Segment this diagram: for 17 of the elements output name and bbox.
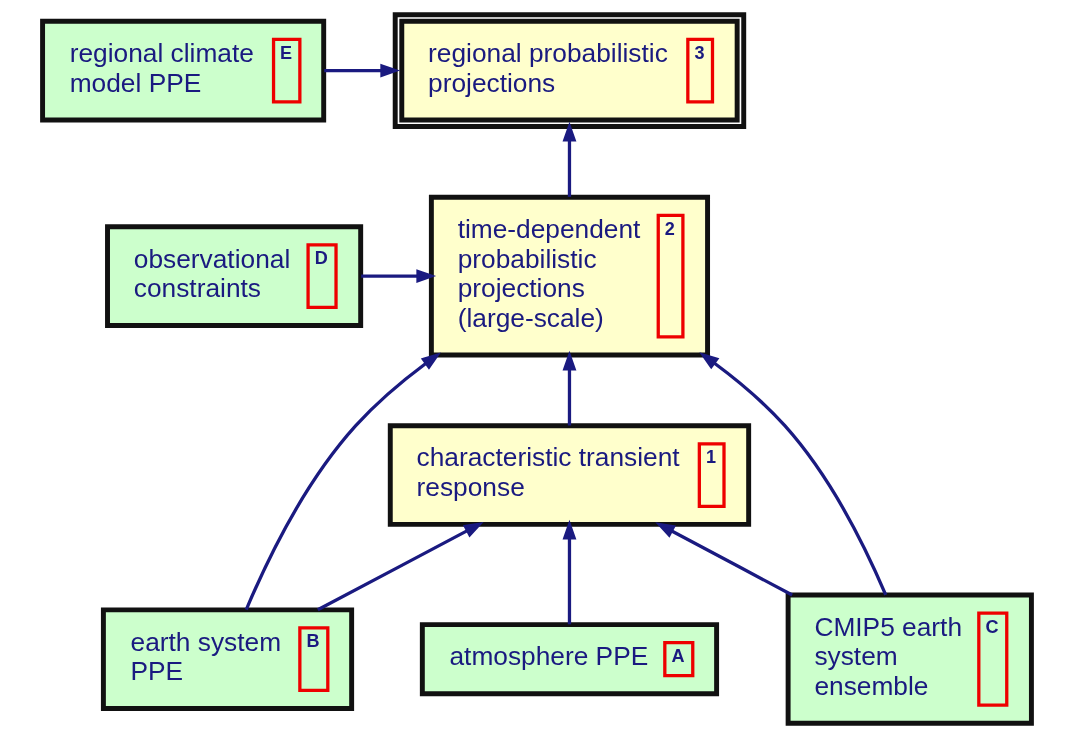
- node-box: observational constraints D: [105, 224, 364, 328]
- arrow: [361, 269, 437, 284]
- arrow: [655, 522, 793, 597]
- node-box: time-dependent probabilistic projections (large-scale) 2: [428, 194, 711, 358]
- node-box: CMIP5 earth system ensemble C: [785, 592, 1034, 726]
- node-box: regional probabilistic projections 3: [392, 12, 747, 129]
- node-box: regional climate model PPE E: [40, 18, 327, 123]
- node-box: earth system PPE B: [100, 607, 355, 711]
- arrow: [324, 63, 401, 78]
- node-box: atmosphere PPE A: [419, 622, 720, 697]
- arrow: [317, 522, 484, 612]
- node-box: characteristic transient response 1: [387, 423, 752, 527]
- arrow: [244, 352, 441, 611]
- arrow: [562, 121, 577, 197]
- arrow: [562, 519, 577, 625]
- arrow: [562, 350, 577, 426]
- arrow: [699, 352, 888, 596]
